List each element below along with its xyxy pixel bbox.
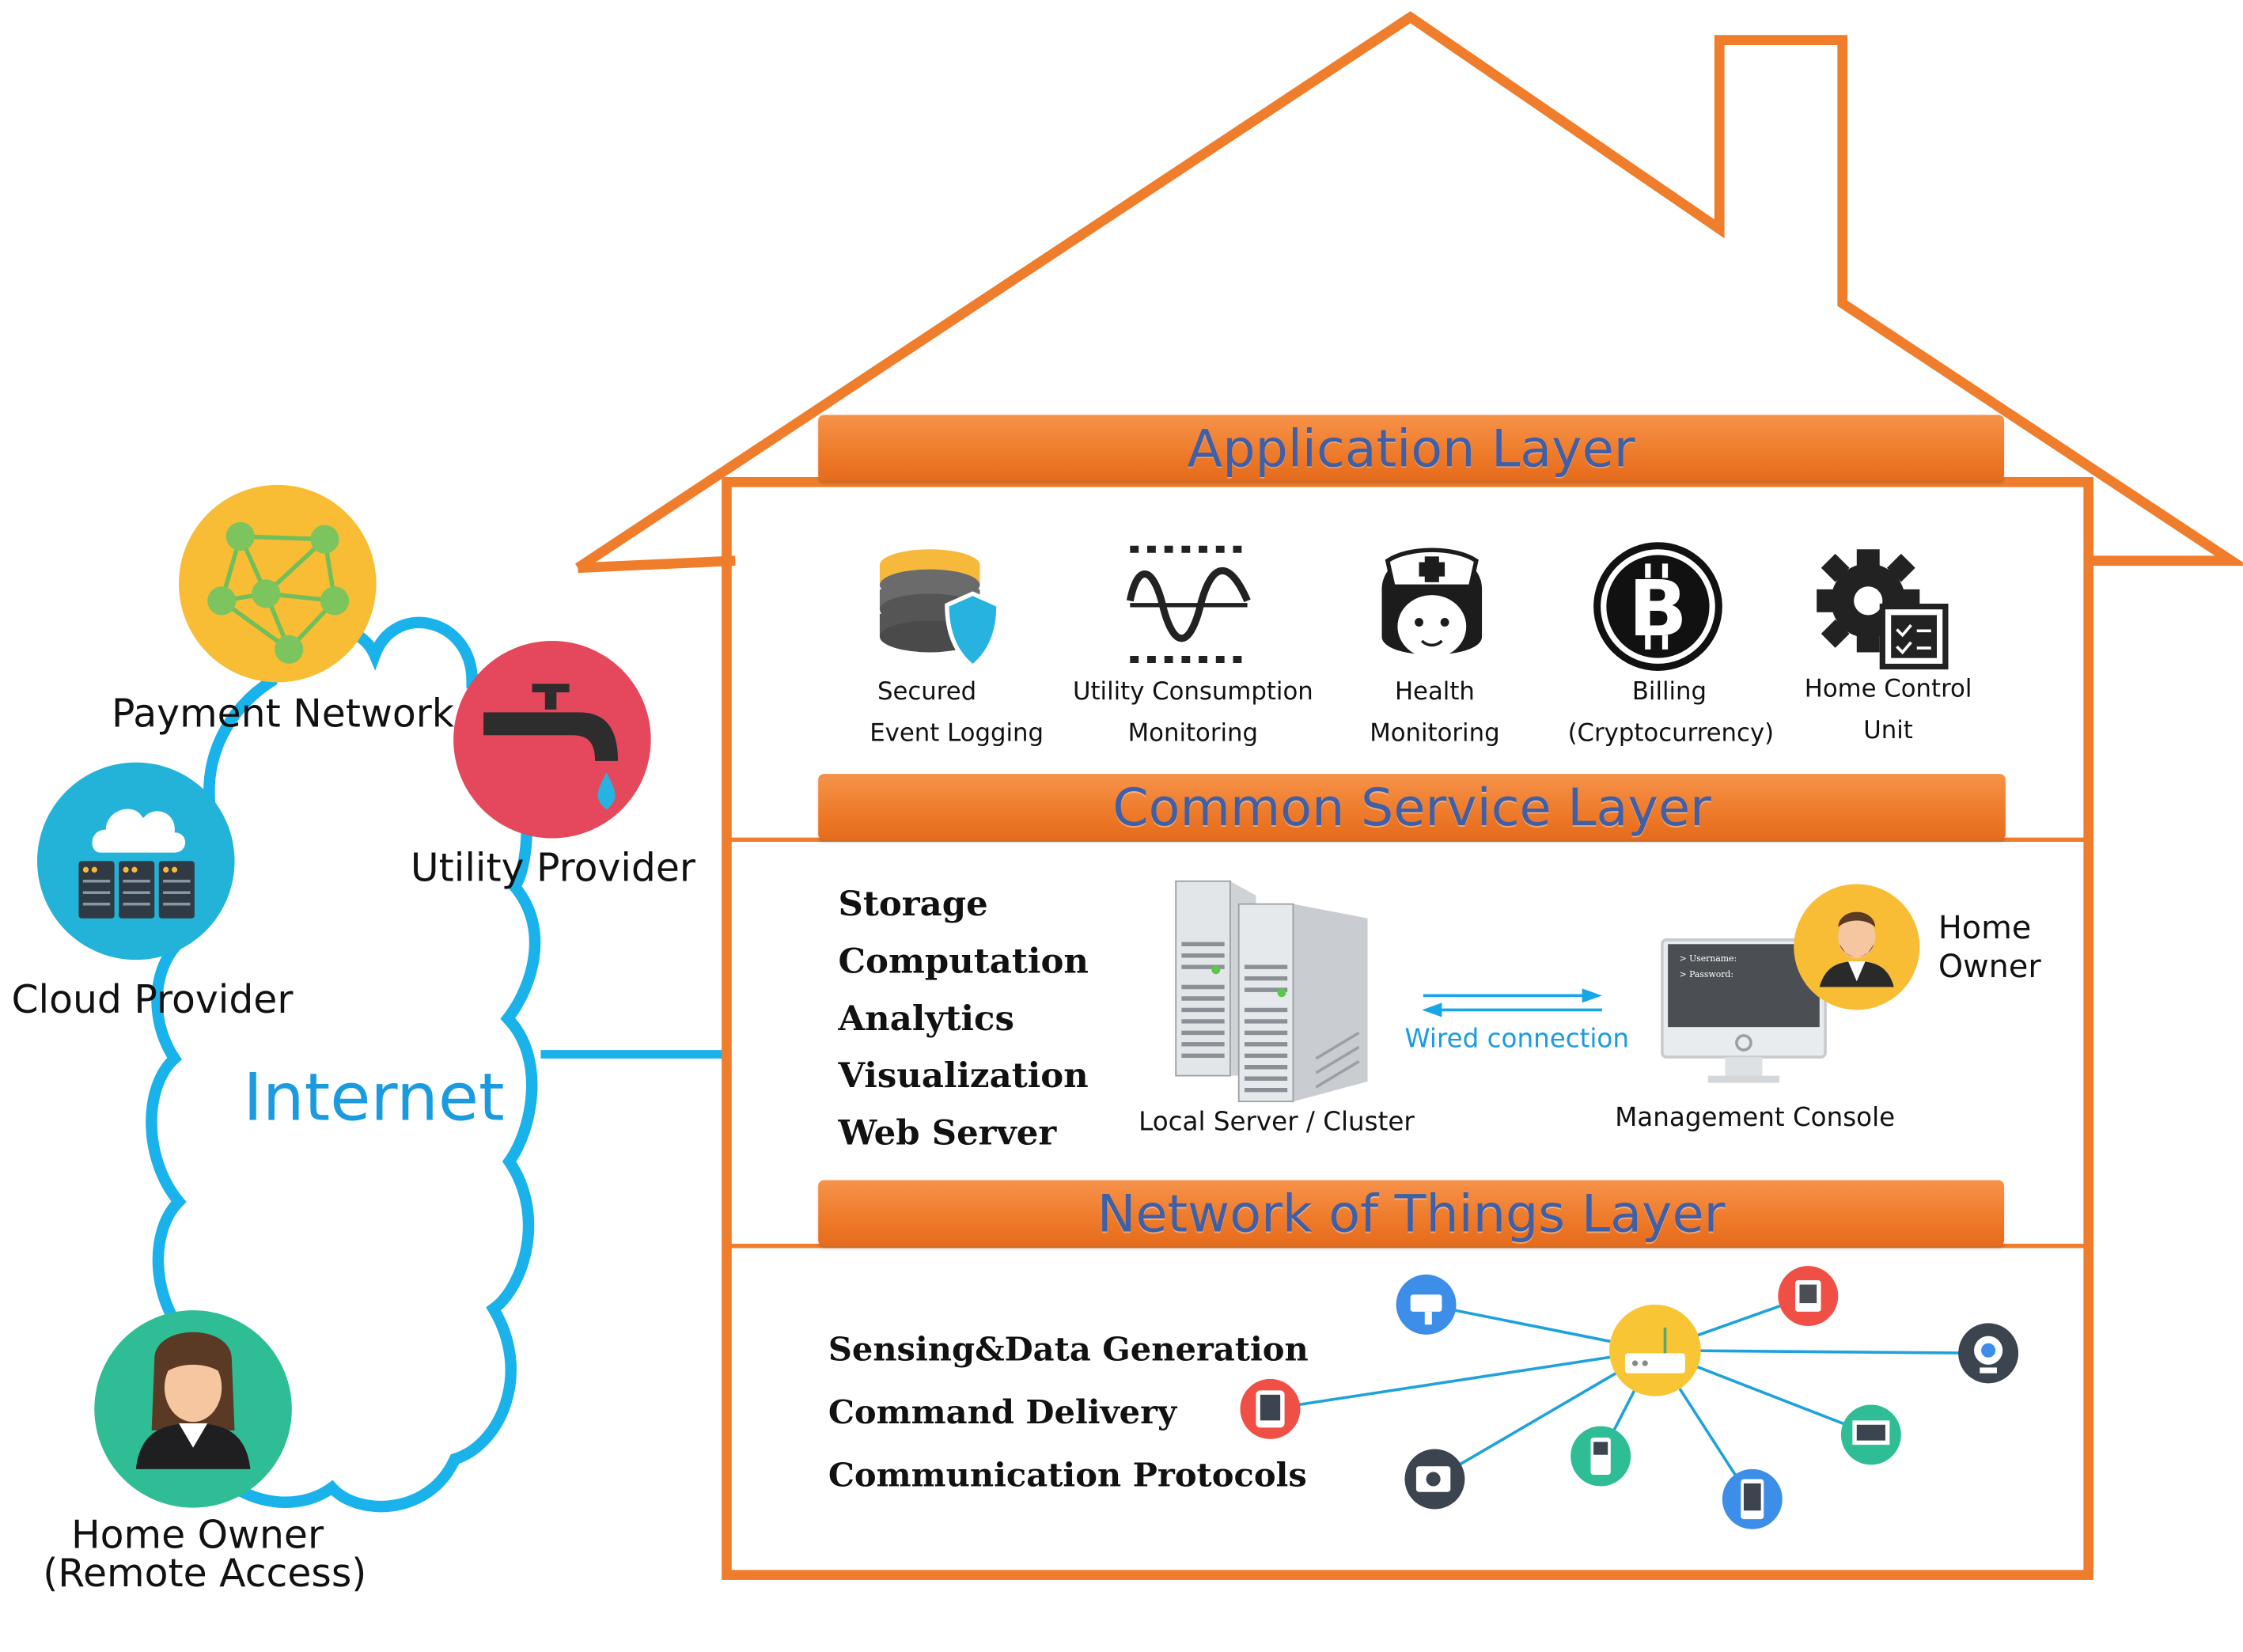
service-function-item: Analytics — [838, 997, 1014, 1039]
monitor-icon — [1840, 1404, 1901, 1465]
app-item-label-line1: Health — [1394, 677, 1475, 707]
app-item-billing: Billing (Cryptocurrency) — [1567, 673, 1775, 756]
network-of-things-layer-title: Network of Things Layer — [1097, 1185, 1726, 1245]
nurse-icon — [1381, 548, 1483, 658]
tablet-red-icon — [1240, 1378, 1301, 1439]
management-console-icon: > Username: > Password: — [1661, 938, 1827, 1083]
iot-function-item: Communication Protocols — [828, 1456, 1307, 1495]
wired-connection-arrows — [1422, 988, 1602, 1017]
cloud-server-icon — [37, 762, 235, 961]
common-service-layer-band: Common Service Layer — [818, 774, 2006, 840]
network-of-things-layer-band: Network of Things Layer — [818, 1180, 2005, 1246]
app-item-label-line2: Monitoring — [1370, 719, 1500, 748]
cloud-provider-label: Cloud Provider — [11, 978, 294, 1023]
remote-home-owner-label: Home Owner (Remote Access) — [43, 1513, 367, 1597]
internet-label: Internet — [243, 1058, 505, 1136]
payment-network-label: Payment Network — [112, 692, 455, 737]
service-function-list: Storage Computation Analytics Visualizat… — [838, 875, 1088, 1161]
router-icon — [1609, 1304, 1701, 1396]
phone-icon — [1722, 1468, 1783, 1529]
service-function-item: Visualization — [838, 1054, 1089, 1096]
network-nodes-icon — [179, 484, 377, 683]
app-item-label-line2: (Cryptocurrency) — [1567, 719, 1775, 748]
gear-checklist-icon — [1817, 549, 1949, 670]
iot-function-item: Sensing&Data Generation — [828, 1330, 1309, 1370]
local-server-label: Local Server / Cluster — [1139, 1107, 1415, 1138]
management-console-label: Management Console — [1615, 1102, 1896, 1133]
service-function-item: Web Server — [838, 1111, 1057, 1154]
app-item-utility-monitoring: Utility Consumption Monitoring — [1070, 673, 1316, 756]
water-tap-icon — [453, 640, 651, 839]
app-item-label-line1: Billing — [1631, 677, 1707, 707]
common-service-layer-title: Common Service Layer — [1112, 779, 1711, 839]
app-item-label-line2: Event Logging — [870, 719, 1044, 748]
woman-avatar-icon — [94, 1310, 292, 1508]
console-screen-line1: > Username: — [1680, 953, 1737, 964]
app-item-home-control: Home Control Unit — [1799, 669, 1976, 752]
remote-home-owner-line2: (Remote Access) — [43, 1552, 367, 1597]
database-shield-icon — [879, 549, 1001, 670]
server-cluster-icon — [1175, 880, 1368, 1103]
waveform-icon — [1126, 545, 1251, 664]
iot-function-list: Sensing&Data Generation Command Delivery… — [828, 1319, 1309, 1508]
man-avatar-icon — [1794, 884, 1920, 1010]
application-layer-band: Application Layer — [818, 415, 2005, 481]
bitcoin-icon: B — [1593, 542, 1722, 671]
handset-icon — [1570, 1426, 1631, 1487]
application-layer-title: Application Layer — [1187, 420, 1635, 479]
service-function-item: Storage — [838, 882, 988, 924]
service-function-item: Computation — [838, 939, 1089, 982]
local-home-owner-line1: Home — [1938, 911, 2032, 947]
house-roof — [574, 11, 2243, 574]
wired-connection-label: Wired connection — [1404, 1024, 1629, 1055]
local-home-owner-label: Home Owner — [1938, 910, 2041, 987]
utility-provider-label: Utility Provider — [410, 847, 695, 892]
iot-function-item: Command Delivery — [828, 1392, 1177, 1432]
app-item-label-line2: Monitoring — [1127, 719, 1259, 748]
house-body — [722, 476, 2094, 1580]
svg-text:B: B — [1628, 564, 1687, 654]
console-screen-line2: > Password: — [1680, 969, 1733, 979]
video-camera-icon — [1404, 1449, 1465, 1510]
local-home-owner-line2: Owner — [1938, 949, 2041, 986]
app-item-label-line2: Unit — [1863, 716, 1913, 745]
app-item-health-monitoring: Health Monitoring — [1356, 673, 1514, 756]
app-item-label-line1: Utility Consumption — [1073, 677, 1313, 707]
camera-icon — [1396, 1274, 1457, 1335]
app-item-event-logging: Secured Event Logging — [841, 673, 1044, 756]
app-item-label-line1: Secured — [877, 677, 977, 707]
tablet-icon — [1778, 1266, 1839, 1327]
remote-home-owner-line1: Home Owner — [70, 1513, 324, 1558]
app-item-label-line1: Home Control — [1804, 675, 1972, 704]
webcam-icon — [1958, 1323, 2019, 1384]
